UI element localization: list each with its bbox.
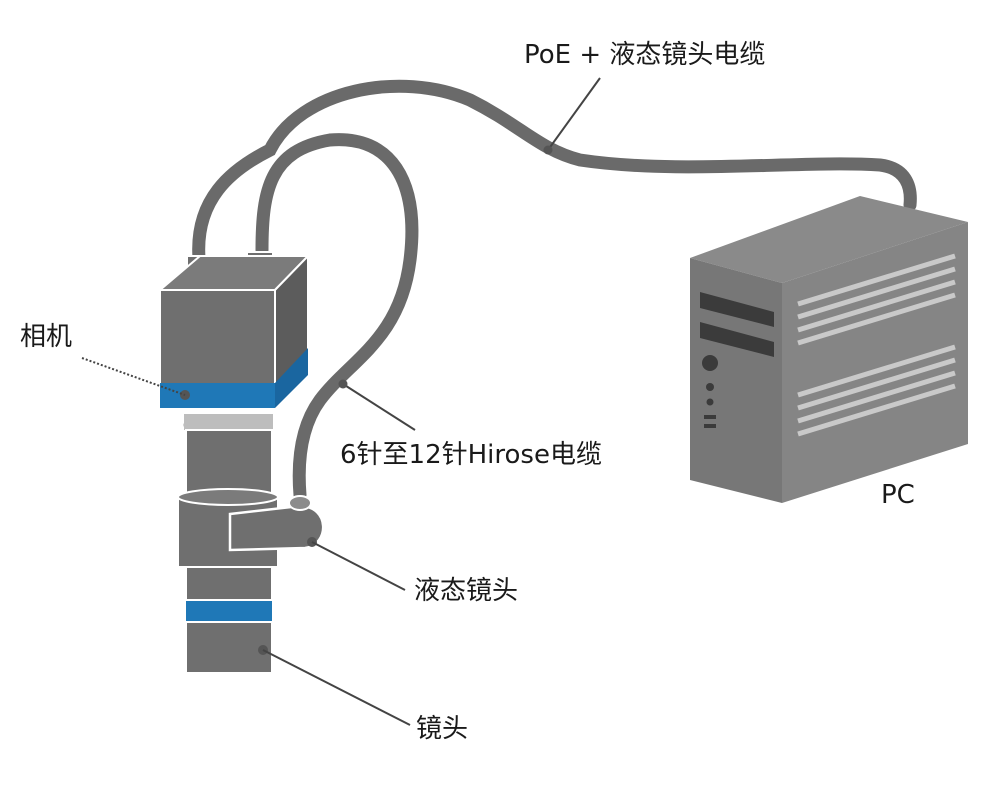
pc-drive-bay-2 — [700, 322, 774, 357]
lens-blue-ring — [186, 600, 272, 622]
pc-tower — [690, 196, 968, 503]
label-camera: 相机 — [20, 322, 73, 352]
leader-lens — [262, 649, 411, 726]
camera-blue-band — [160, 383, 275, 408]
camera-blue-band-side — [275, 348, 308, 408]
leader-lines — [81, 77, 601, 726]
label-hirose-cable: 6针至12针Hirose电缆 — [340, 440, 602, 470]
pc-port-2 — [704, 424, 716, 428]
label-poe-cable: PoE + 液态镜头电缆 — [524, 40, 766, 70]
leader-poe — [547, 77, 601, 151]
leader-liquid-lens — [311, 541, 406, 591]
label-pc: PC — [881, 480, 915, 510]
hirose-cable — [255, 133, 419, 502]
liquid-lens-collar-top — [177, 488, 279, 506]
pc-drive-bay-1 — [700, 292, 774, 327]
poe-cable — [192, 79, 917, 265]
pc-top — [690, 196, 968, 283]
pc-power-button — [702, 355, 718, 371]
cables — [192, 79, 917, 502]
camera-assembly — [157, 251, 325, 674]
leader-hirose — [342, 383, 416, 431]
lens-mount — [184, 414, 273, 430]
label-liquid-lens: 液态镜头 — [414, 576, 519, 606]
label-lens: 镜头 — [416, 714, 469, 744]
pc-led-2 — [706, 398, 714, 406]
pc-vent-lower — [797, 344, 956, 437]
pc-port-1 — [704, 415, 716, 419]
pc-led-1 — [706, 383, 714, 391]
pc-vent-upper — [797, 253, 956, 346]
liquid-lens-port — [288, 495, 312, 511]
